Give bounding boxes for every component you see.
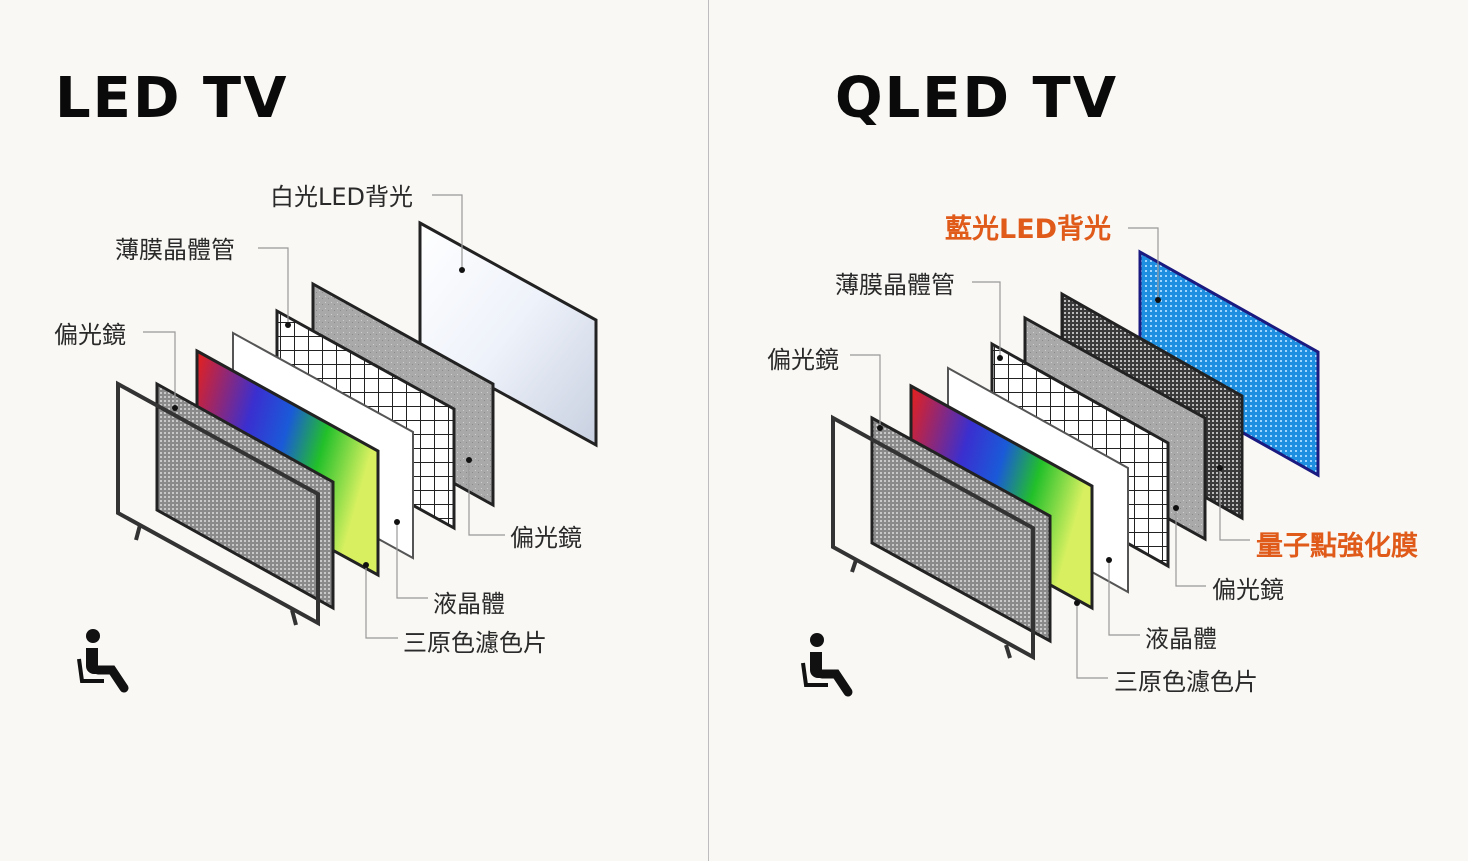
qled-leader-lines	[850, 227, 1250, 679]
seated-viewer-icon	[77, 629, 129, 693]
led-tv-frame	[116, 380, 320, 627]
seated-viewer-icon	[801, 633, 853, 697]
qled-label-liquid-crystal: 液晶體	[1145, 625, 1217, 653]
qled-label-backlight: 藍光LED背光	[945, 214, 1112, 245]
qled-front-polarizer-layer	[870, 415, 1052, 644]
led-backlight-layer	[418, 220, 598, 448]
led-label-color-filter: 三原色濾色片	[403, 629, 547, 657]
led-label-tft: 薄膜晶體管	[115, 236, 235, 264]
qled-tv-title: QLED TV	[835, 66, 1119, 131]
qled-label-front-polarizer: 偏光鏡	[767, 346, 839, 374]
led-label-rear-polarizer: 偏光鏡	[510, 524, 582, 552]
led-leader-lines	[143, 194, 505, 639]
qled-label-color-filter: 三原色濾色片	[1114, 668, 1258, 696]
led-label-liquid-crystal: 液晶體	[433, 590, 505, 618]
qled-label-rear-polarizer: 偏光鏡	[1212, 576, 1284, 604]
led-tv-title: LED TV	[55, 66, 289, 131]
led-label-front-polarizer: 偏光鏡	[54, 321, 126, 349]
qled-backlight-layer	[1138, 249, 1320, 478]
qled-label-qd-film: 量子點強化膜	[1256, 531, 1418, 562]
qled-label-tft: 薄膜晶體管	[835, 271, 955, 299]
led-label-backlight: 白光LED背光	[270, 183, 414, 211]
panel-divider	[708, 0, 709, 861]
qled-tv-frame	[831, 414, 1035, 661]
led-front-polarizer-layer	[155, 381, 335, 611]
